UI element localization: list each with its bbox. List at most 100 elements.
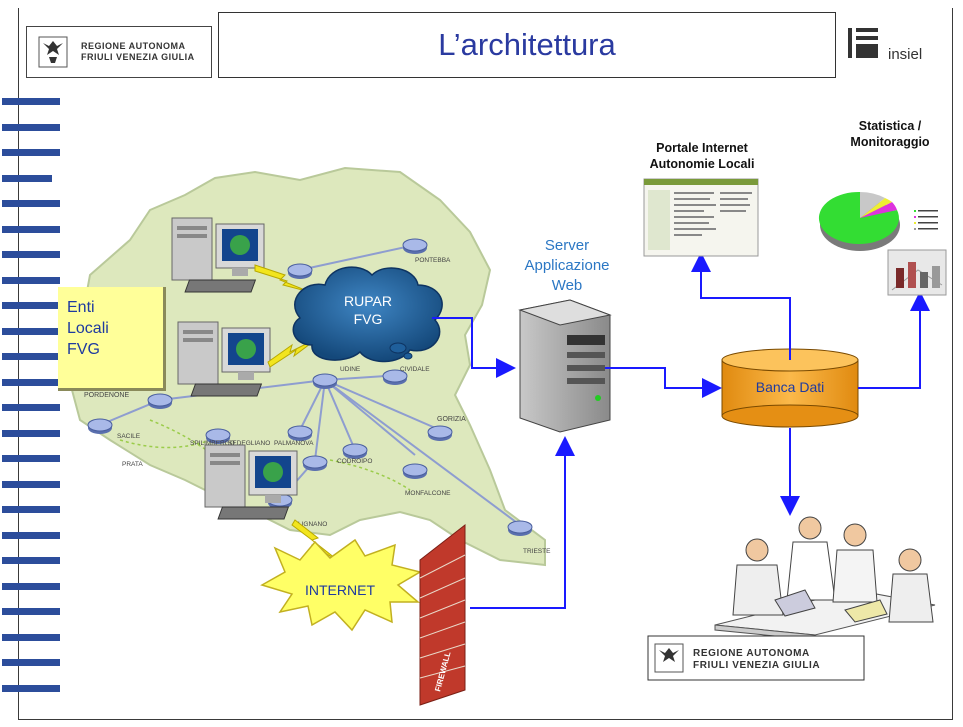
router-icon <box>287 263 313 279</box>
stats-label: Statistica / Monitoraggio <box>826 118 954 150</box>
place-udine: UDINE <box>340 366 361 373</box>
footer-logo-line2: FRIULI VENEZIA GIULIA <box>693 660 820 671</box>
place-palmanova: PALMANOVA <box>274 440 314 447</box>
left-stripe <box>2 633 60 641</box>
router-icon <box>87 418 113 434</box>
region-logo-line1: REGIONE AUTONOMA <box>81 41 186 51</box>
place-codroipo: CODROIPO <box>337 458 372 465</box>
portal-label-line2: Autonomie Locali <box>649 157 755 171</box>
stats-pie-chart <box>818 191 938 251</box>
left-stripe <box>2 353 60 360</box>
place-sacile: SACILE <box>117 433 141 440</box>
router-icon <box>205 428 231 444</box>
stats-label-line2: Monitoraggio <box>850 135 930 149</box>
place-cividale: CIVIDALE <box>400 366 430 373</box>
slide-frame <box>18 8 953 720</box>
insiel-logo-text: insiel <box>888 46 923 63</box>
left-stripe <box>2 455 60 462</box>
left-stripe <box>2 429 60 437</box>
server-label-line3: Web <box>552 277 583 294</box>
left-stripe <box>2 582 60 590</box>
left-stripe <box>2 378 60 386</box>
router-nodes <box>87 238 533 536</box>
rupar-line2: FVG <box>354 311 383 327</box>
footer-region-logo: REGIONE AUTONOMA FRIULI VENEZIA GIULIA <box>647 635 865 681</box>
place-lignano: LIGNANO <box>298 521 327 528</box>
portal-label-line1: Portale Internet <box>656 141 748 155</box>
title-box: L’architettura <box>218 12 836 78</box>
left-stripe <box>2 302 60 309</box>
rupar-line1: RUPAR <box>344 293 392 309</box>
rupar-cloud <box>292 266 443 363</box>
computer-1-icon <box>171 217 265 293</box>
server-label-line2: Applicazione <box>524 257 609 274</box>
database-icon <box>721 348 859 428</box>
router-icon <box>312 373 338 389</box>
enti-line2: Locali <box>67 320 109 337</box>
left-stripes <box>2 98 60 718</box>
map-place-labels: PONTEBBA UDINE CIVIDALE PORDENONE GORIZI… <box>84 257 551 555</box>
region-logo: REGIONE AUTONOMA FRIULI VENEZIA GIULIA <box>26 26 212 78</box>
left-stripe <box>2 200 60 207</box>
internet-label: INTERNET <box>305 582 375 598</box>
router-icon <box>287 425 313 441</box>
left-stripe <box>2 251 60 258</box>
firewall-icon: FIREWALL <box>419 523 466 706</box>
insiel-logo: insiel <box>840 12 952 78</box>
left-stripe <box>2 608 60 615</box>
page-title: L’architettura <box>438 27 616 62</box>
region-eagle-icon <box>38 36 68 68</box>
left-stripe <box>2 149 60 156</box>
left-stripe <box>2 98 60 105</box>
router-icon <box>507 520 533 536</box>
place-trieste: TRIESTE <box>523 548 551 555</box>
left-stripe <box>2 276 60 284</box>
flow-arrows <box>432 252 930 609</box>
portal-screenshot <box>643 178 759 257</box>
computer-2-icon <box>177 321 271 397</box>
place-monfalcone: MONFALCONE <box>405 490 451 497</box>
place-sedegliano: SEDEGLIANO <box>228 440 270 447</box>
place-prata: PRATA <box>122 461 143 468</box>
left-stripe <box>2 659 60 666</box>
lightning-bolts <box>254 264 341 563</box>
router-icon <box>402 463 428 479</box>
server-icon <box>518 299 612 433</box>
left-stripe <box>2 557 60 564</box>
internet-burst <box>260 538 422 632</box>
enti-line3: FVG <box>67 341 100 358</box>
portal-label: Portale Internet Autonomie Locali <box>622 140 782 172</box>
place-pordenone: PORDENONE <box>84 392 129 399</box>
router-icon <box>147 393 173 409</box>
region-logo-line2: FRIULI VENEZIA GIULIA <box>81 52 195 62</box>
team-meeting-illustration <box>714 516 936 641</box>
router-icon <box>382 369 408 385</box>
left-stripe <box>2 531 60 539</box>
left-stripe <box>2 480 60 488</box>
router-icon <box>302 455 328 471</box>
place-spilimbergo: SPILIMBERGO <box>190 440 235 447</box>
left-stripe <box>2 225 60 233</box>
enti-locali-box: Enti Locali FVG <box>58 287 166 391</box>
left-stripe <box>2 174 52 182</box>
place-gorizia: GORIZIA <box>437 416 466 423</box>
left-stripe <box>2 123 60 131</box>
stats-label-line1: Statistica / <box>858 119 922 133</box>
left-stripe <box>2 404 60 411</box>
left-stripe <box>2 684 60 692</box>
router-icon <box>342 443 368 459</box>
router-icon <box>427 425 453 441</box>
left-stripe <box>2 327 60 335</box>
router-icon <box>402 238 428 254</box>
computer-3-icon <box>204 444 298 520</box>
place-pontebba: PONTEBBA <box>415 257 451 264</box>
enti-line1: Enti <box>67 299 95 316</box>
stats-bar-chart <box>887 249 947 296</box>
left-stripe <box>2 506 60 513</box>
insiel-mark-icon <box>848 28 878 58</box>
footer-logo-line1: REGIONE AUTONOMA <box>693 648 810 659</box>
database-label: Banca Dati <box>756 379 824 395</box>
server-label-line1: Server <box>545 237 589 254</box>
